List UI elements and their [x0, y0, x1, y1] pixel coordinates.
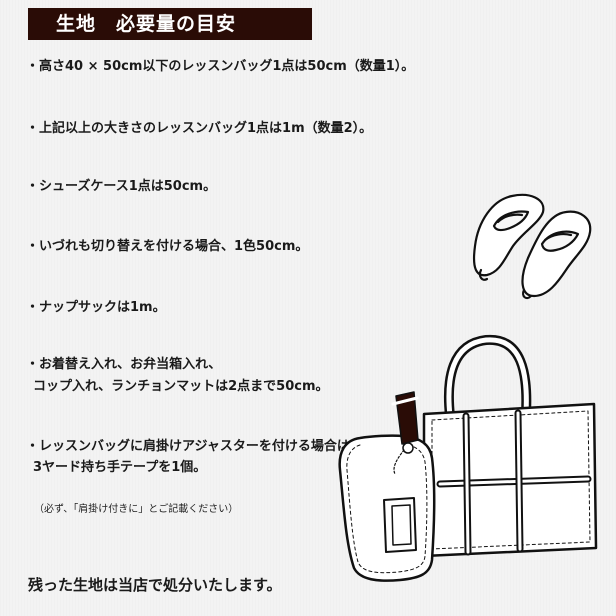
list-item: ・お着替え入れ、お弁当箱入れ、	[26, 357, 222, 372]
shoe-bag-icon	[338, 391, 436, 582]
page-title: 生地 必要量の目安	[56, 13, 237, 35]
list-item: ・高さ40 × 50cm以下のレッスンバッグ1点は50cm（数量1）。	[26, 59, 415, 74]
title-bar	[28, 8, 312, 40]
note-text: （必ず、「肩掛け付きに」とご記載ください）	[34, 504, 239, 515]
list-item: 3ヤード持ち手テープを1個。	[33, 460, 207, 475]
lesson-bag-icon	[422, 334, 598, 558]
list-item: ・シューズケース1点は50cm。	[26, 179, 217, 194]
footer-text: 残った生地は当店で処分いたします。	[28, 576, 282, 594]
list-item: ・いづれも切り替えを付ける場合、1色50cm。	[26, 239, 309, 254]
list-item: コップ入れ、ランチョンマットは2点まで50cm。	[33, 379, 329, 394]
list-item: ・ナップサックは1m。	[26, 300, 166, 315]
list-item: ・レッスンバッグに肩掛けアジャスターを付ける場合は、	[26, 439, 363, 454]
shoes-icon	[472, 193, 592, 300]
list-item: ・上記以上の大きさのレッスンバッグ1点は1m（数量2）。	[26, 121, 373, 136]
